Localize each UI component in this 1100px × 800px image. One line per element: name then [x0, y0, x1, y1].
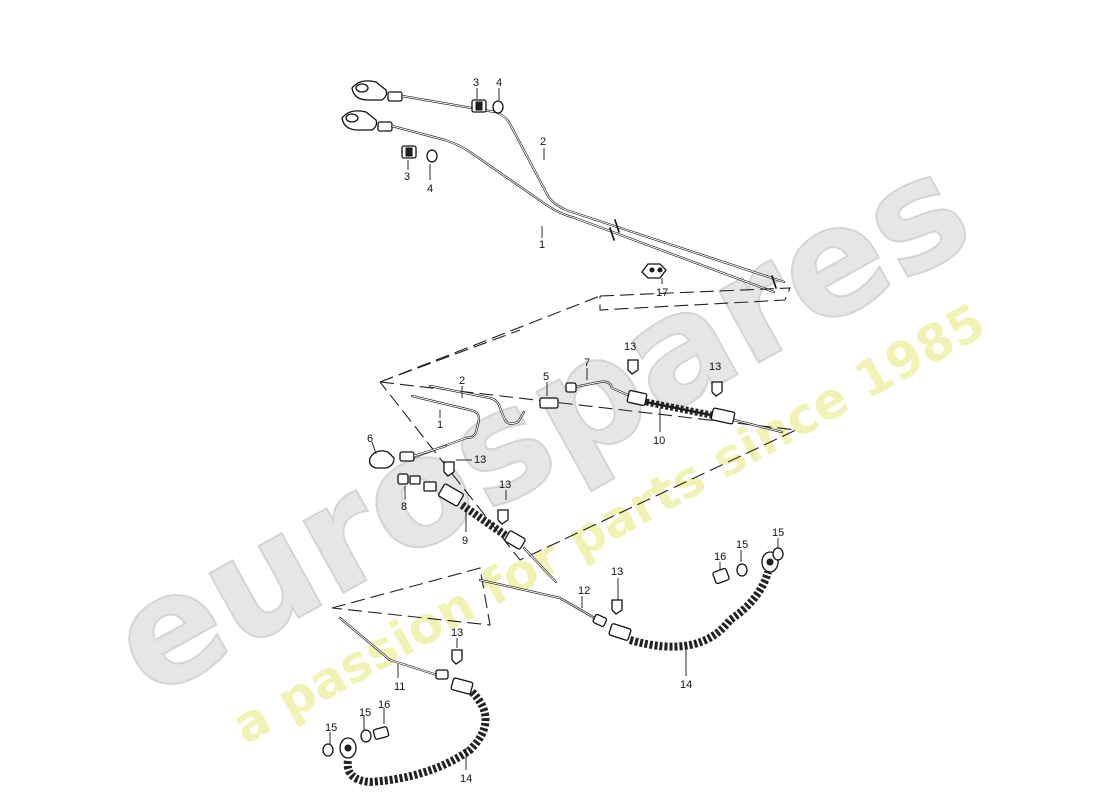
tube-nut — [387, 91, 403, 102]
middle-brake-lines — [368, 359, 784, 584]
callout-label: 5 — [543, 371, 549, 383]
callout-label: 15 — [359, 707, 371, 719]
callout-label: 3 — [473, 77, 479, 89]
brake-hose-14-right — [608, 551, 779, 651]
clip-13-d — [497, 509, 509, 525]
reference-outline-lower — [331, 567, 491, 626]
washer-15-right-b — [772, 547, 784, 561]
callout-label: 16 — [378, 699, 390, 711]
callout-label: 13 — [499, 479, 511, 491]
union-5 — [539, 397, 559, 409]
callout-label: 9 — [462, 535, 468, 547]
callout-label: 6 — [367, 433, 373, 445]
clip-13-b — [711, 381, 723, 397]
leader-lines — [329, 88, 779, 770]
clip-13-f — [451, 649, 463, 665]
callout-labels: 2 1 3 4 3 4 17 13 13 7 5 2 1 10 6 13 13 … — [325, 77, 784, 785]
clip-13-a — [627, 359, 639, 375]
tube-nut — [377, 121, 393, 132]
callout-label: 13 — [624, 341, 636, 353]
clip-17 — [641, 263, 667, 279]
clip-ring-4-lower — [426, 149, 438, 163]
callout-label: 16 — [714, 551, 726, 563]
callout-label: 12 — [578, 585, 590, 597]
callout-label: 17 — [656, 287, 668, 299]
callout-label: 11 — [394, 681, 405, 693]
fitting-8 — [397, 473, 437, 492]
callout-label: 7 — [584, 357, 590, 369]
banjo-bolt-16-left — [372, 726, 390, 740]
banjo-bolt-16-right — [712, 567, 730, 585]
reference-outline-middle — [379, 287, 798, 561]
clip-13-c — [443, 461, 455, 477]
brake-hose-14-left — [339, 677, 490, 787]
callout-label: 3 — [404, 171, 410, 183]
banjo-fitting-upper-b — [341, 110, 378, 131]
callout-label: 15 — [772, 527, 784, 539]
callout-label: 10 — [653, 435, 665, 447]
callout-label: 14 — [680, 679, 692, 691]
callout-label: 13 — [611, 566, 623, 578]
callout-label: 1 — [437, 419, 443, 431]
callout-label: 4 — [427, 183, 433, 195]
clip-ring-4-upper — [492, 100, 504, 114]
callout-label: 15 — [325, 722, 337, 734]
callout-label: 2 — [540, 136, 546, 148]
washer-15-left-a — [322, 743, 334, 757]
callout-label: 15 — [736, 539, 748, 551]
watermark: eurospares a passion for parts since 198… — [82, 118, 998, 755]
banjo-fitting-upper-a — [351, 80, 388, 101]
callout-label: 8 — [401, 501, 407, 513]
callout-label: 4 — [496, 77, 502, 89]
callout-label: 1 — [539, 239, 545, 251]
banjo-6 — [368, 444, 448, 469]
upper-brake-lines — [341, 80, 786, 294]
union-fitting-3-upper — [471, 99, 487, 113]
brake-hose-10 — [626, 389, 784, 434]
callout-label: 14 — [460, 773, 472, 785]
callout-label: 13 — [709, 361, 721, 373]
washer-15-right-a — [736, 563, 748, 577]
brake-hose-9 — [438, 483, 558, 584]
lower-brake-lines — [322, 547, 784, 787]
watermark-brand: eurospares — [83, 119, 997, 731]
callout-label: 13 — [474, 454, 486, 466]
union-fitting-3-lower — [401, 145, 417, 159]
callout-label: 13 — [451, 627, 463, 639]
callout-label: 2 — [459, 375, 465, 387]
clip-13-e — [611, 599, 623, 615]
washer-15-left-b — [360, 729, 372, 743]
